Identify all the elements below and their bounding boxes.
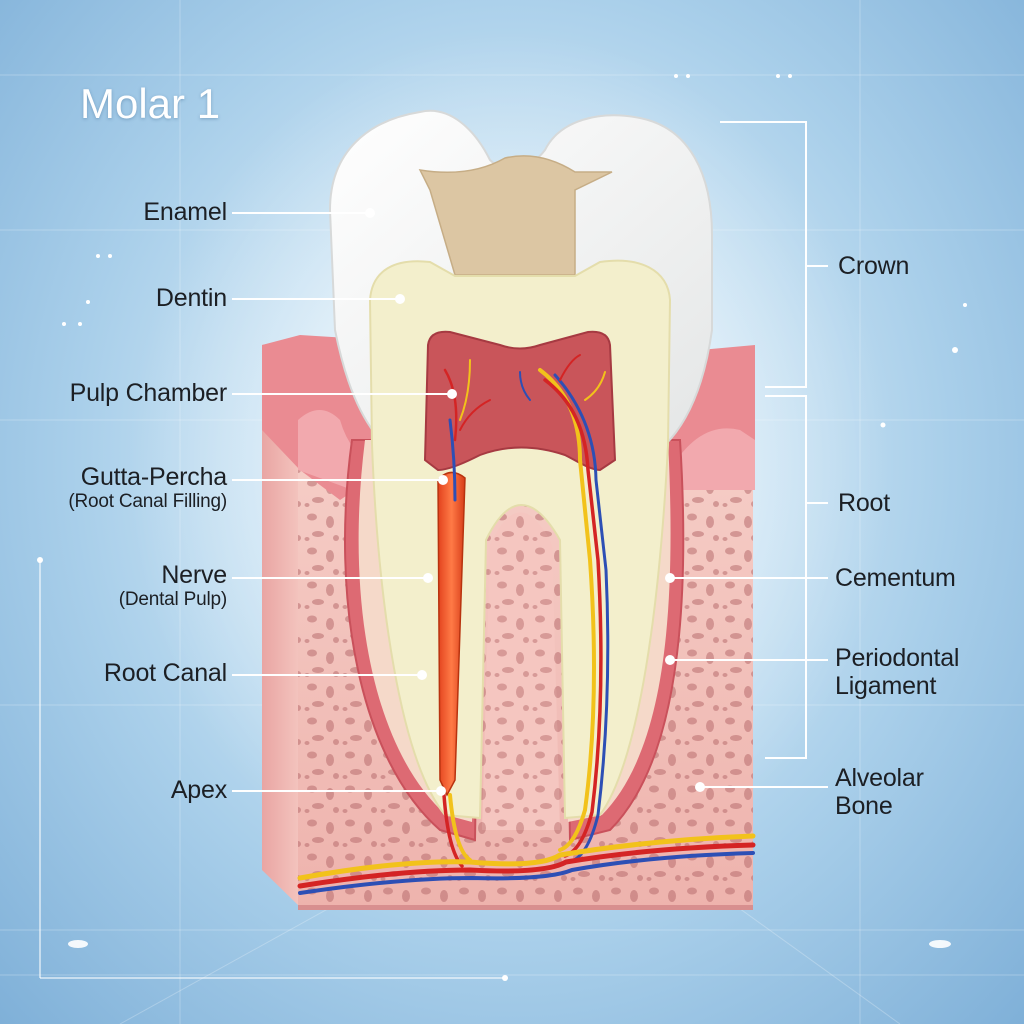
diagram-title: Molar 1 [80, 80, 221, 127]
label-gutta-percha: Gutta-Percha(Root Canal Filling) [68, 463, 227, 512]
label-nerve: Nerve(Dental Pulp) [118, 561, 227, 610]
label-enamel: Enamel [143, 198, 227, 226]
label-dentin: Dentin [155, 284, 227, 312]
label-alveolar-bone-line2: Bone [835, 792, 893, 820]
nerve-bundle [297, 354, 756, 895]
label-nerve-sub: (Dental Pulp) [118, 589, 227, 610]
label-periodontal-ligament-line2: Ligament [835, 672, 937, 700]
label-root-canal: Root Canal [103, 659, 227, 687]
label-apex: Apex [170, 776, 227, 804]
leader-lines-right [665, 121, 828, 792]
crown-filling [418, 155, 613, 276]
label-root: Root [838, 489, 891, 517]
inter-radicular-pores [482, 512, 560, 830]
label-pulp-chamber: Pulp Chamber [69, 379, 228, 407]
label-crown: Crown [838, 252, 910, 280]
label-cementum: Cementum [835, 564, 956, 592]
leader-lines-left [232, 208, 457, 796]
label-gutta-percha-sub: (Root Canal Filling) [68, 491, 227, 512]
background-axis [39, 560, 505, 979]
